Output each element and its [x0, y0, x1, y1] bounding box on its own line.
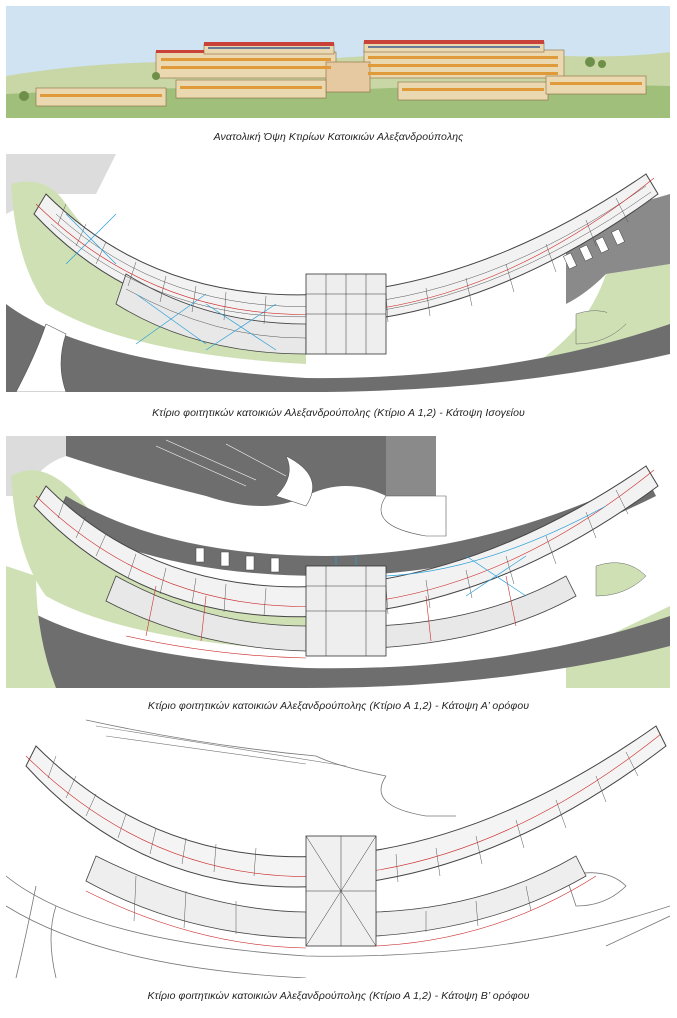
ground-floor-caption: Κτίριο φοιτητικών κατοικιών Αλεξανδρούπο… — [152, 407, 525, 419]
second-floor-plan-image — [6, 716, 670, 978]
east-elevation-image — [6, 6, 670, 118]
first-floor-caption: Κτίριο φοιτητικών κατοικιών Αλεξανδρούπο… — [147, 700, 530, 712]
second-floor-caption: Κτίριο φοιτητικών κατοικιών Αλεξανδρούπο… — [147, 990, 530, 1002]
first-floor-plan-image — [6, 436, 670, 688]
ground-floor-plan-image — [6, 154, 670, 392]
elevation-caption: Ανατολική Όψη Κτιρίων Κατοικιών Αλεξανδρ… — [213, 131, 464, 143]
